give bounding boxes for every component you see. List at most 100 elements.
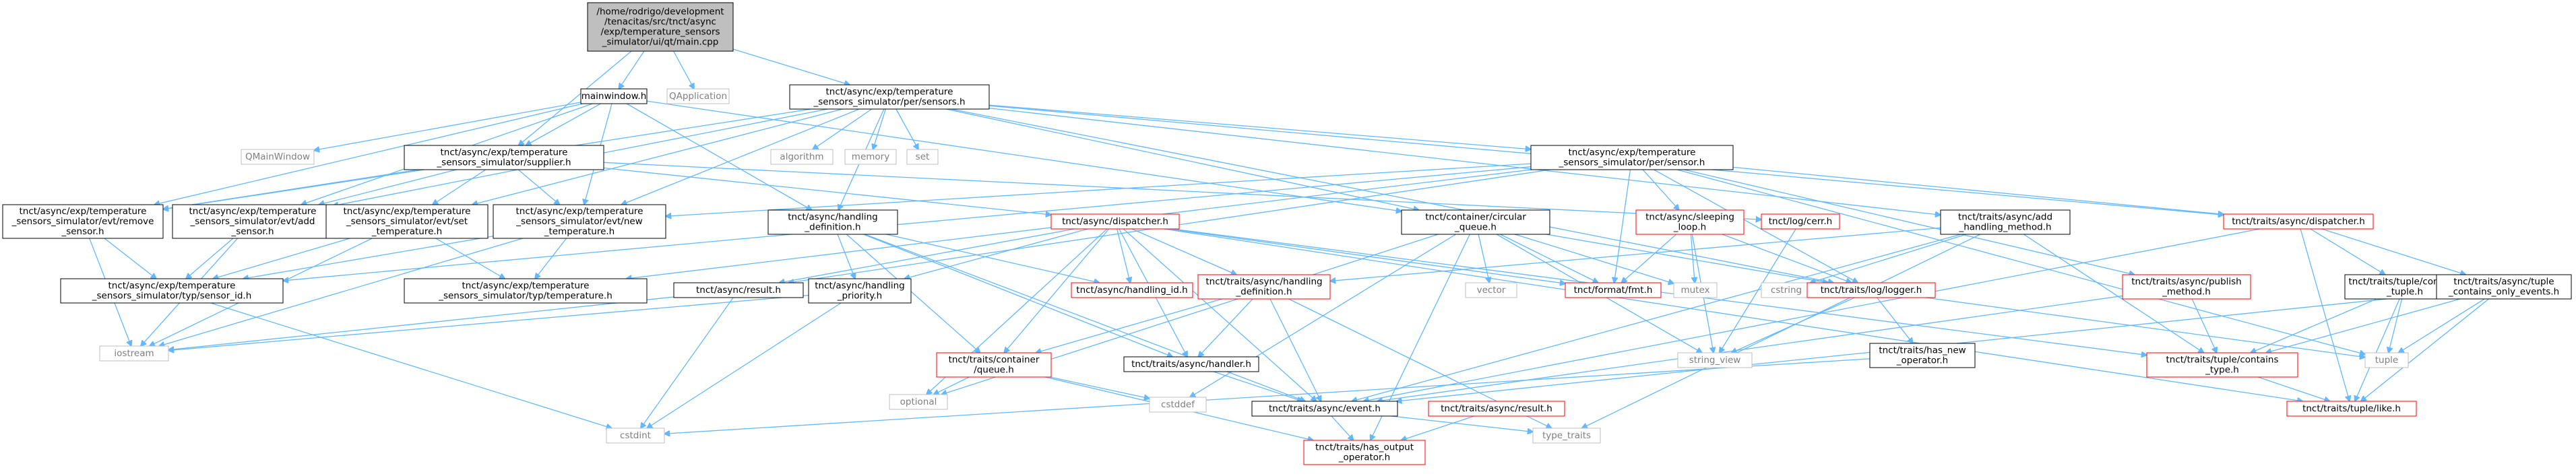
node-box (1197, 274, 1331, 300)
node-settemp[interactable]: tnct/async/exp/temperature_sensors_simul… (325, 204, 489, 239)
node-label-line: tnct/async/result.h (696, 285, 781, 296)
node-sensorid[interactable]: tnct/async/exp/temperature_sensors_simul… (60, 278, 284, 304)
node-label-line: tnct/async/dispatcher.h (1062, 216, 1168, 227)
node-mainwindow[interactable]: mainwindow.h (580, 88, 648, 104)
edge-circular-to-logger (1546, 234, 1828, 283)
node-newtemp[interactable]: tnct/async/exp/temperature_sensors_simul… (493, 204, 666, 239)
edge-sensor-to-publish (1684, 169, 2135, 275)
edge-addhm-to-cstring (1810, 234, 1967, 283)
node-sensor[interactable]: tnct/async/exp/temperature_sensors_simul… (1530, 145, 1734, 170)
node-logger[interactable]: tnct/traits/log/logger.h (1807, 282, 1936, 298)
node-label-line: _handling_method.h (1958, 222, 2051, 233)
node-box (1677, 352, 1753, 368)
node-box (1940, 209, 2071, 235)
node-priority[interactable]: tnct/async/handling_priority.h (808, 278, 912, 304)
edge-sleeping-to-fmt (1621, 234, 1677, 283)
node-addsensor[interactable]: tnct/async/exp/temperature_sensors_simul… (172, 204, 334, 239)
node-sleeping[interactable]: tnct/async/sleeping_loop.h (1635, 209, 1745, 235)
node-event[interactable]: tnct/traits/async/event.h (1251, 401, 1398, 417)
node-supplier[interactable]: tnct/async/exp/temperature_sensors_simul… (404, 145, 604, 170)
edge-newtemp-to-temperature (535, 238, 567, 279)
node-label-line: tnct/traits/log/logger.h (1821, 285, 1922, 296)
node-box (1149, 397, 1207, 413)
node-result[interactable]: tnct/async/result.h (673, 282, 804, 298)
node-fmt[interactable]: tnct/format/fmt.h (1565, 282, 1662, 298)
node-temperature[interactable]: tnct/async/exp/temperature_sensors_simul… (404, 278, 648, 304)
edge-addhm-to-typetraits (1582, 234, 1981, 428)
node-label-line: _operator.h (1338, 452, 1390, 463)
node-box (673, 282, 804, 298)
node-handlingdef[interactable]: tnct/async/handling_definition.h (767, 209, 898, 235)
edge-event-to-typetraits (1391, 415, 1533, 432)
node-label-line: cstddef (1161, 399, 1195, 410)
edge-result-to-cstdint (641, 297, 734, 428)
node-box (2223, 213, 2374, 230)
node-box (1761, 213, 1840, 230)
node-label-line: QMainWindow (245, 151, 310, 162)
node-main[interactable]: /home/rodrigo/development/tenacitas/src/… (587, 2, 734, 52)
node-box (1050, 213, 1180, 230)
node-label-line: /queue.h (974, 365, 1014, 376)
node-label-line: _sensors_simulator/evt/add (190, 216, 315, 227)
node-traitsresult[interactable]: tnct/traits/async/result.h (1428, 401, 1565, 417)
node-box (325, 204, 489, 239)
edge-main-to-supplier (519, 50, 632, 145)
node-box (1565, 282, 1662, 298)
node-hasout[interactable]: tnct/traits/has_output_operator.h (1303, 440, 1426, 465)
edge-logger-to-stringview (1732, 297, 1855, 353)
node-like[interactable]: tnct/traits/tuple/like.h (2286, 401, 2417, 417)
node-label-line: tnct/traits/async/publish (2131, 277, 2241, 287)
node-box (770, 149, 834, 165)
edge-sensors-to-logger (951, 108, 1833, 283)
node-label-line: tnct/async/sleeping (1645, 212, 1734, 223)
node-algorithm: algorithm (770, 149, 834, 165)
node-queue[interactable]: tnct/traits/container/queue.h (936, 352, 1052, 378)
node-label-line: cstring (1771, 285, 1802, 296)
node-traitsdisp[interactable]: tnct/traits/async/dispatcher.h (2223, 213, 2374, 230)
node-addhm[interactable]: tnct/traits/async/add_handling_method.h (1940, 209, 2071, 235)
node-circular[interactable]: tnct/container/circular_queue.h (1401, 209, 1550, 235)
edge-event-to-hasout (1331, 415, 1354, 440)
node-handler[interactable]: tnct/traits/async/handler.h (1123, 356, 1259, 372)
edge-traitsdisp-to-event (1363, 228, 2260, 401)
node-box (1673, 282, 1718, 298)
node-cstdint: cstdint (606, 428, 665, 444)
node-remove[interactable]: tnct/async/exp/temperature_sensors_simul… (2, 204, 164, 239)
node-cerr[interactable]: tnct/log/cerr.h (1761, 213, 1840, 230)
edges (89, 48, 2489, 440)
edge-sensors-to-addhm (988, 107, 1941, 215)
edge-supplier-to-addsensor (319, 169, 457, 205)
node-hasnew[interactable]: tnct/traits/has_new_operator.h (1869, 343, 1976, 368)
edge-addhm-to-containstype (2023, 234, 2203, 353)
node-dispatcher[interactable]: tnct/async/dispatcher.h (1050, 213, 1180, 230)
node-label-line: type_traits (1542, 430, 1591, 441)
edge-supplier-to-settemp (433, 169, 486, 205)
node-label-line: _simulator/ui/qt/main.cpp (602, 37, 719, 48)
node-publish[interactable]: tnct/traits/async/publish_method.h (2122, 274, 2251, 300)
node-label-line: tnct/traits/tuple/contains (2348, 277, 2461, 287)
node-label-line: _temperature.h (371, 226, 442, 237)
edge-sensors-to-memory (873, 108, 886, 149)
node-label-line: tnct/async/exp/temperature (189, 206, 317, 217)
node-label-line: _tuple.h (2386, 287, 2423, 298)
node-traitshd[interactable]: tnct/traits/async/handling_definition.h (1197, 274, 1331, 300)
edge-handler-to-event (1213, 371, 1302, 401)
node-handlingid[interactable]: tnct/async/handling_id.h (1071, 282, 1193, 298)
node-containsonly[interactable]: tnct/traits/async/tuple_contains_only_ev… (2436, 274, 2572, 300)
node-label-line: tnct/traits/async/handling (1205, 277, 1322, 287)
node-label-line: tnct/traits/tuple/like.h (2302, 403, 2401, 414)
node-sensors[interactable]: tnct/async/exp/temperature_sensors_simul… (789, 84, 990, 110)
edge-containstuple-to-like (2355, 298, 2400, 401)
node-label-line: _operator.h (1896, 355, 1948, 366)
nodes: /home/rodrigo/development/tenacitas/src/… (2, 2, 2572, 465)
node-label-line: _sensors_simulator/supplier.h (436, 158, 571, 168)
node-box (1465, 282, 1517, 298)
node-label-line: tnct/format/fmt.h (1574, 285, 1653, 296)
edge-main-to-mainwindow (619, 50, 645, 89)
node-label-line: _sensor.h (230, 226, 274, 237)
node-box (60, 278, 284, 304)
edge-logger-to-hasnew (1877, 297, 1913, 343)
node-qmainwindow: QMainWindow (241, 149, 315, 165)
node-containstype[interactable]: tnct/traits/tuple/contains_type.h (2146, 352, 2298, 378)
